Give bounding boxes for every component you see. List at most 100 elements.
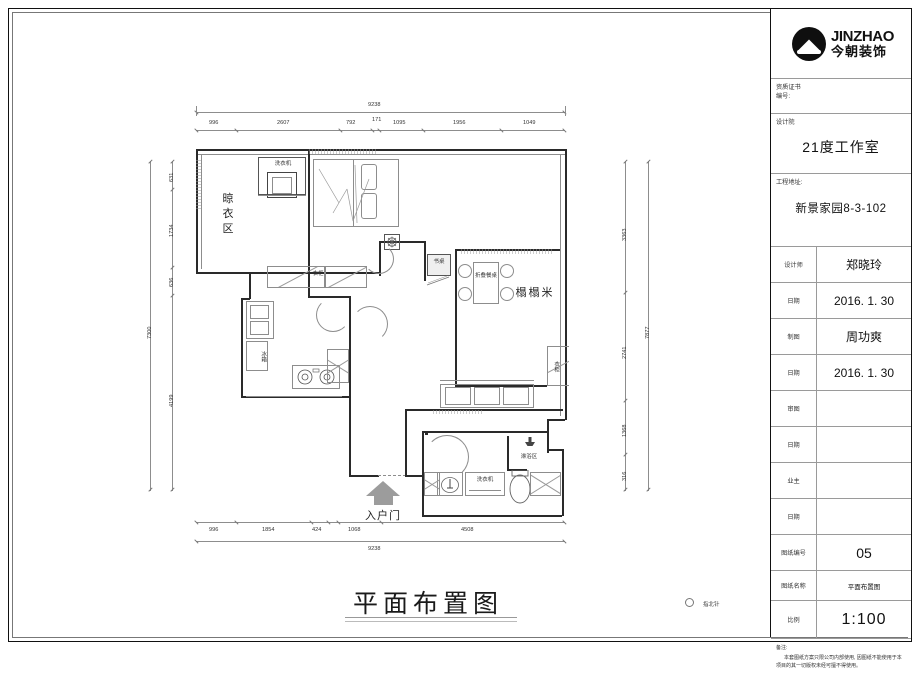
dim-tick (370, 128, 375, 133)
dim-right-3: 1368 (622, 424, 628, 437)
row-designer-date-value: 2016. 1. 30 (833, 293, 895, 308)
row-drafter-date: 日期 2016. 1. 30 (771, 355, 911, 391)
lamp-icon (386, 236, 398, 248)
wall-tatami-left (455, 249, 457, 386)
north-mark-icon (685, 598, 694, 607)
row-owner-value (817, 463, 911, 498)
row-owner: 业主 (771, 463, 911, 499)
window-living (433, 410, 483, 414)
row-scale-value: 1:100 (841, 610, 887, 628)
dim-tick (234, 128, 239, 133)
washer-dryer-unit (267, 172, 297, 198)
dim-line-bottom-overall (196, 541, 565, 542)
jinzhao-logo-icon (791, 26, 826, 61)
dim-line-top-overall (196, 112, 565, 113)
row-drafter-value: 周功爽 (845, 330, 882, 344)
dining-chair-2 (458, 287, 472, 301)
dim-tick (326, 520, 331, 525)
balcony-ledge (258, 195, 306, 196)
entry-door-opening (378, 475, 406, 476)
kitchen-counter-edge (246, 396, 342, 397)
label-shower-area: 淋浴区 (520, 454, 538, 460)
sink-basin-2 (250, 321, 269, 335)
design-studio-field: 设计院 21度工作室 (771, 114, 911, 174)
row-drafter: 制图 周功爽 (771, 319, 911, 355)
wall-bath-left (422, 431, 424, 476)
wall-dining-left (424, 241, 426, 281)
label-folding-dining-table: 折叠餐桌 (475, 273, 498, 279)
project-site-field: 工程地址: 新景家园8-3-102 (771, 174, 911, 247)
wall-corridor-top (379, 241, 425, 243)
note-title: 备注: (776, 645, 788, 651)
plan-title: 平面布置图 (353, 590, 504, 618)
kitchen-door-leaf (349, 298, 351, 301)
label-desk: 书桌 (433, 259, 445, 265)
bed-quilt-edge (353, 159, 354, 227)
note-body: 本套图纸方案只限公司内部使用, 因图纸不能使用于本项目的其一切版权未经可擅不得使… (776, 655, 902, 669)
dim-top-2: 2607 (277, 120, 290, 126)
bed-quilt-folds (318, 164, 370, 224)
plan-title-underline-2 (345, 621, 517, 622)
dim-top-7: 1049 (523, 120, 536, 126)
room-label-drying-area: 晾衣区 (222, 193, 236, 235)
wall-exterior-top-inner (196, 154, 565, 155)
wardrobe-tatami (547, 346, 569, 386)
wall-step-left-h2 (241, 298, 250, 300)
row-reviewer-date-label: 日期 (771, 427, 817, 462)
pillow-2 (361, 193, 377, 219)
dim-left-1: 631 (169, 172, 175, 182)
pillow-1 (361, 164, 377, 190)
row-owner-date-value (817, 499, 911, 534)
kitchen-cabinet-tall (327, 349, 349, 383)
design-studio-label: 设计院 (776, 119, 795, 126)
label-wardrobe-1: 衣柜 (312, 271, 324, 277)
row-scale: 比例 1:100 (771, 601, 911, 639)
row-drafter-label: 制图 (771, 319, 817, 354)
dim-top-1: 996 (209, 120, 219, 126)
entry-door-label: 入户门 (365, 510, 401, 522)
dim-right-1: 3363 (622, 228, 628, 241)
row-owner-label: 业主 (771, 463, 817, 498)
wall-right-step-h (547, 419, 565, 421)
wall-tatami-bottom (455, 385, 547, 387)
title-block: JINZHAO 今朝装饰 资质证书 编号: 设计院 21度工作室 工程地址: 新… (770, 9, 911, 669)
wall-step-left-v (249, 272, 251, 299)
dim-left-2: 1734 (169, 224, 175, 237)
dim-top-6: 1956 (453, 120, 466, 126)
logo-english-text: JINZHAO (830, 27, 895, 45)
cert-number-label: 资质证书 编号: (776, 84, 801, 101)
row-sheet-number-value: 05 (856, 544, 872, 561)
wall-entry-bottom-right (405, 475, 423, 477)
label-refrigerator: 冰箱 (260, 350, 267, 362)
wall-exterior-right (565, 149, 567, 420)
row-sheet-name-value: 平面布置图 (847, 583, 881, 591)
dim-left-4: 4199 (169, 394, 175, 407)
dim-tick (194, 539, 199, 544)
row-designer-date-label: 日期 (771, 283, 817, 318)
dim-tick (562, 520, 567, 525)
window-bedroom (309, 149, 377, 154)
dim-bottom-4: 1068 (348, 527, 361, 533)
entry-direction-arrow-head (366, 481, 400, 496)
dim-tick (234, 520, 239, 525)
bathroom-door-swing (425, 435, 469, 479)
company-logo: JINZHAO 今朝装饰 (771, 9, 911, 79)
dim-top-5: 1095 (393, 120, 406, 126)
row-sheet-number-label: 图纸编号 (771, 535, 817, 570)
washing-machine-bath (465, 472, 505, 496)
dim-tick (562, 128, 567, 133)
row-designer-value: 郑晓玲 (845, 258, 882, 272)
dim-ext (565, 106, 566, 116)
row-sheet-number: 图纸编号 05 (771, 535, 911, 571)
drawing-sheet-border: 9238 996 2607 792 171 1095 1956 1049 730… (8, 8, 912, 669)
kitchen-sink-unit (246, 301, 274, 339)
bath-cabinet-right (530, 472, 561, 496)
dim-bottom-overall: 9238 (368, 546, 381, 552)
nightstand (384, 234, 400, 250)
wall-hall-left (349, 396, 351, 476)
sofa-cushion-2 (474, 387, 500, 405)
title-block-note: 备注: 本套图纸方案只限公司内部使用, 因图纸不能使用于本项目的其一切版权未经可… (771, 639, 911, 675)
row-sheet-name: 图纸名称 平面布置图 (771, 571, 911, 601)
wall-exterior-left-inner (201, 154, 202, 269)
sofa-cushion-3 (503, 387, 529, 405)
